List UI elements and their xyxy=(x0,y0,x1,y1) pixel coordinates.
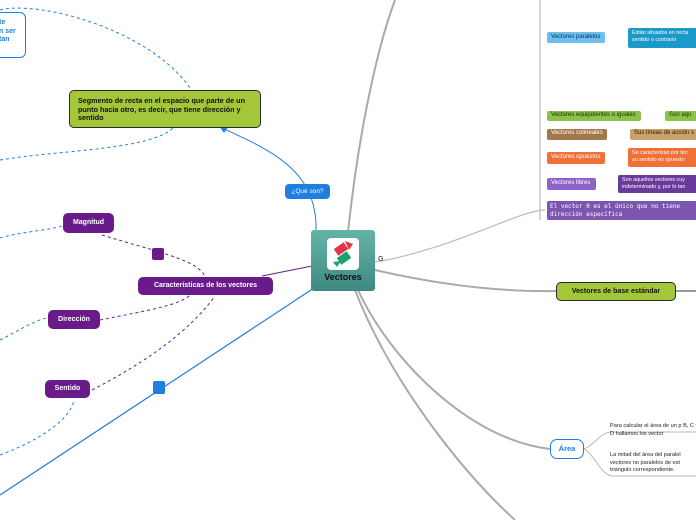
connector-base xyxy=(374,269,557,293)
direccion-node[interactable]: Dirección xyxy=(48,310,100,329)
connector-area xyxy=(357,289,551,450)
tipo-equipolentes[interactable]: Vectores equipolentes o iguales xyxy=(547,111,641,121)
purple-marker[interactable] xyxy=(152,248,164,260)
tipo-colineales-label: Vectores colineales xyxy=(551,130,603,136)
tipo-opuestos[interactable]: Vectores opuestos xyxy=(547,152,605,164)
tipo-libres-label: Vectores libres xyxy=(551,180,591,186)
tipo-libres-desc-text: Son aquellos vectores cuy indeterminado … xyxy=(622,177,686,190)
partial-node-top-left[interactable]: te n ser tan xyxy=(0,12,26,58)
tipo-paralelos[interactable]: Vectores paralelos xyxy=(547,32,605,43)
central-label: Vectores xyxy=(324,272,362,282)
dashed-link-5 xyxy=(0,399,75,456)
vector-cero-note[interactable]: El vector 0 es el único que no tiene dir… xyxy=(547,201,696,220)
connector-top xyxy=(347,0,396,233)
caracteristicas-node[interactable]: Características de los vectores xyxy=(138,277,273,295)
tipo-paralelos-label: Vectores paralelos xyxy=(551,34,601,40)
magnitud-node[interactable]: Magnitud xyxy=(63,213,114,233)
que-son-text: ¿Qué son? xyxy=(291,188,324,195)
sentido-text: Sentido xyxy=(54,385,81,392)
tipo-opuestos-desc[interactable]: Se caracterizan por ten su sentido es op… xyxy=(628,148,696,167)
partial-line-1: te xyxy=(0,19,6,26)
connector-bottom xyxy=(354,289,516,520)
area-desc-2: La mitad del área del paralel vectores n… xyxy=(610,452,696,478)
central-node[interactable]: Vectores xyxy=(311,230,375,291)
connector-area-2 xyxy=(583,448,696,477)
tipo-equipolentes-desc[interactable]: Son aqu xyxy=(665,111,696,121)
partial-line-3: tan xyxy=(0,36,10,43)
tipo-equipolentes-desc-text: Son aqu xyxy=(669,112,692,118)
tipo-paralelos-desc[interactable]: Están situados en recta sentido o contra… xyxy=(628,28,696,48)
caracteristicas-text: Características de los vectores xyxy=(153,282,258,289)
arrows-icon xyxy=(327,238,359,270)
dashed-link-1 xyxy=(0,7,191,89)
dashed-link-2 xyxy=(0,127,174,161)
tipo-opuestos-desc-text: Se caracterizan por ten su sentido es op… xyxy=(632,150,688,163)
tipo-colineales-desc[interactable]: Sus líneas de acción s xyxy=(630,129,696,140)
area-desc-1: Para calcular el área de un p B, C y D h… xyxy=(610,423,696,441)
dashed-link-4 xyxy=(0,317,48,341)
base-estandar-text: Vectores de base estándar xyxy=(571,288,661,295)
definition-node[interactable]: Segmento de recta en el espacio que part… xyxy=(69,90,261,128)
blue-marker[interactable] xyxy=(153,381,165,394)
partial-line-2: n ser xyxy=(0,27,16,35)
magnitud-text: Magnitud xyxy=(72,219,105,226)
connector-caracteristicas xyxy=(261,265,313,277)
purple-dashed-3 xyxy=(91,295,216,391)
definition-text: Segmento de recta en el espacio que part… xyxy=(78,96,245,123)
base-estandar-node[interactable]: Vectores de base estándar xyxy=(556,282,676,301)
area-text: Área xyxy=(558,444,576,453)
tipo-colineales-desc-text: Sus líneas de acción s xyxy=(634,130,695,136)
arrow-head xyxy=(220,127,228,133)
purple-dashed-2 xyxy=(99,294,191,321)
tipo-opuestos-label: Vectores opuestos xyxy=(551,154,601,160)
area-desc-2-text: La mitad del área del paralel vectores n… xyxy=(610,452,681,473)
vector-cero-text: El vector 0 es el único que no tiene dir… xyxy=(550,203,681,218)
que-son-label[interactable]: ¿Qué son? xyxy=(285,184,330,199)
connector-que-son xyxy=(221,127,317,233)
tipo-libres-desc[interactable]: Son aquellos vectores cuy indeterminado … xyxy=(618,175,696,193)
area-desc-1-text: Para calcular el área de un p B, C y D h… xyxy=(610,423,696,437)
connector-area-1 xyxy=(583,431,696,450)
area-node[interactable]: Área xyxy=(550,439,584,459)
tipo-equipolentes-label: Vectores equipolentes o iguales xyxy=(551,112,636,118)
connector-types xyxy=(374,0,546,263)
tipo-libres[interactable]: Vectores libres xyxy=(547,178,596,190)
sentido-node[interactable]: Sentido xyxy=(45,380,90,398)
tipo-paralelos-desc-text: Están situados en recta sentido o contra… xyxy=(632,30,689,43)
g-badge: G xyxy=(378,256,384,263)
tipo-colineales[interactable]: Vectores colineales xyxy=(547,129,607,140)
dashed-link-3 xyxy=(0,225,63,239)
direccion-text: Dirección xyxy=(58,316,90,323)
